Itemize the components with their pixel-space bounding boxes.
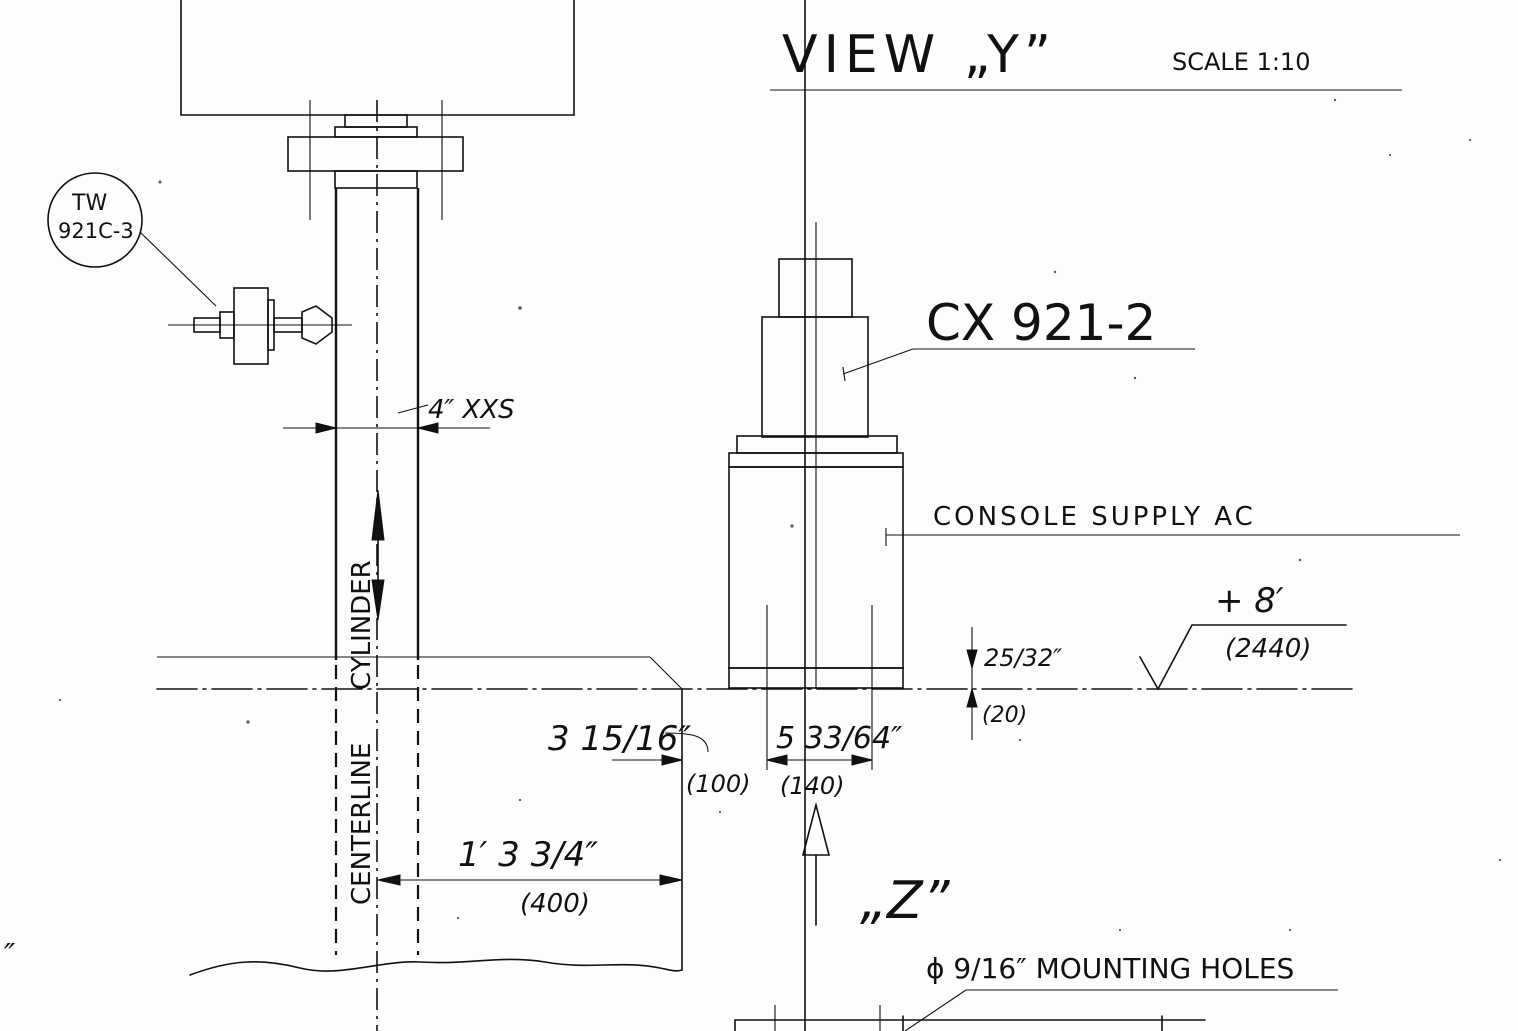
centerline-distance-dimension: 1′ 3 3/4″ (400) xyxy=(377,835,683,919)
dim-100-label: (100) xyxy=(686,770,751,798)
elevation-marker: + 8′ (2440) xyxy=(1139,581,1347,691)
console-cx921-2 xyxy=(728,222,904,770)
part-number-callout: CX 921-2 xyxy=(842,294,1195,382)
upper-vessel xyxy=(180,0,575,116)
height-dimension-25-32: 25/32″ (20) xyxy=(966,627,1062,740)
part-number-label: CX 921-2 xyxy=(926,294,1156,352)
balloon-line1: TW xyxy=(71,191,107,216)
view-z-label: „Z” xyxy=(860,871,951,931)
pipe-size-dimension: 4″ XXS xyxy=(283,395,515,434)
dim-1-3-3-4-label: 1′ 3 3/4″ xyxy=(458,835,598,875)
stray-mark: ″ xyxy=(4,938,16,973)
dim-5-33-64-label: 5 33/64″ xyxy=(776,721,903,756)
pipe-size-label: 4″ XXS xyxy=(428,395,515,425)
elevation-mm-label: (2440) xyxy=(1225,634,1311,664)
scan-specks xyxy=(58,98,1502,932)
mounting-holes-callout: ϕ 9/16″ MOUNTING HOLES xyxy=(904,952,1338,1031)
console-supply-callout: CONSOLE SUPPLY AC xyxy=(885,502,1460,546)
view-z-arrow: „Z” xyxy=(801,801,951,931)
console-supply-label: CONSOLE SUPPLY AC xyxy=(933,502,1256,532)
balloon-line2: 921C-3 xyxy=(58,219,134,243)
reference-lines xyxy=(156,656,1359,971)
cylinder-pipe xyxy=(334,100,420,1031)
dim-3-15-16-label: 3 15/16″ xyxy=(548,719,691,759)
elevation-label: + 8′ xyxy=(1215,581,1284,621)
centerline-label: CENTERLINE xyxy=(347,743,377,905)
mounting-holes-label: ϕ 9/16″ MOUNTING HOLES xyxy=(926,952,1294,985)
hole-spacing-dimension: 5 33/64″ (140) xyxy=(766,721,903,800)
base-plate xyxy=(734,1005,1206,1031)
view-title: VIEW „Y” xyxy=(782,25,1057,85)
title-block: VIEW „Y” SCALE 1:10 xyxy=(770,25,1402,91)
cylinder-label: CYLINDER xyxy=(347,560,377,690)
callout-balloon: TW 921C-3 xyxy=(47,172,143,268)
dim-25-32-label: 25/32″ xyxy=(984,644,1062,672)
dim-140-label: (140) xyxy=(780,772,845,800)
offset-dimension-3-15-16: 3 15/16″ (100) xyxy=(548,719,751,798)
flange xyxy=(287,100,464,220)
scale-label: SCALE 1:10 xyxy=(1172,48,1310,76)
dim-400-label: (400) xyxy=(520,889,590,919)
break-line xyxy=(189,958,683,976)
cylinder-arrow xyxy=(371,489,385,621)
valve-tw921c3 xyxy=(139,231,352,365)
dim-20-label: (20) xyxy=(982,703,1027,728)
